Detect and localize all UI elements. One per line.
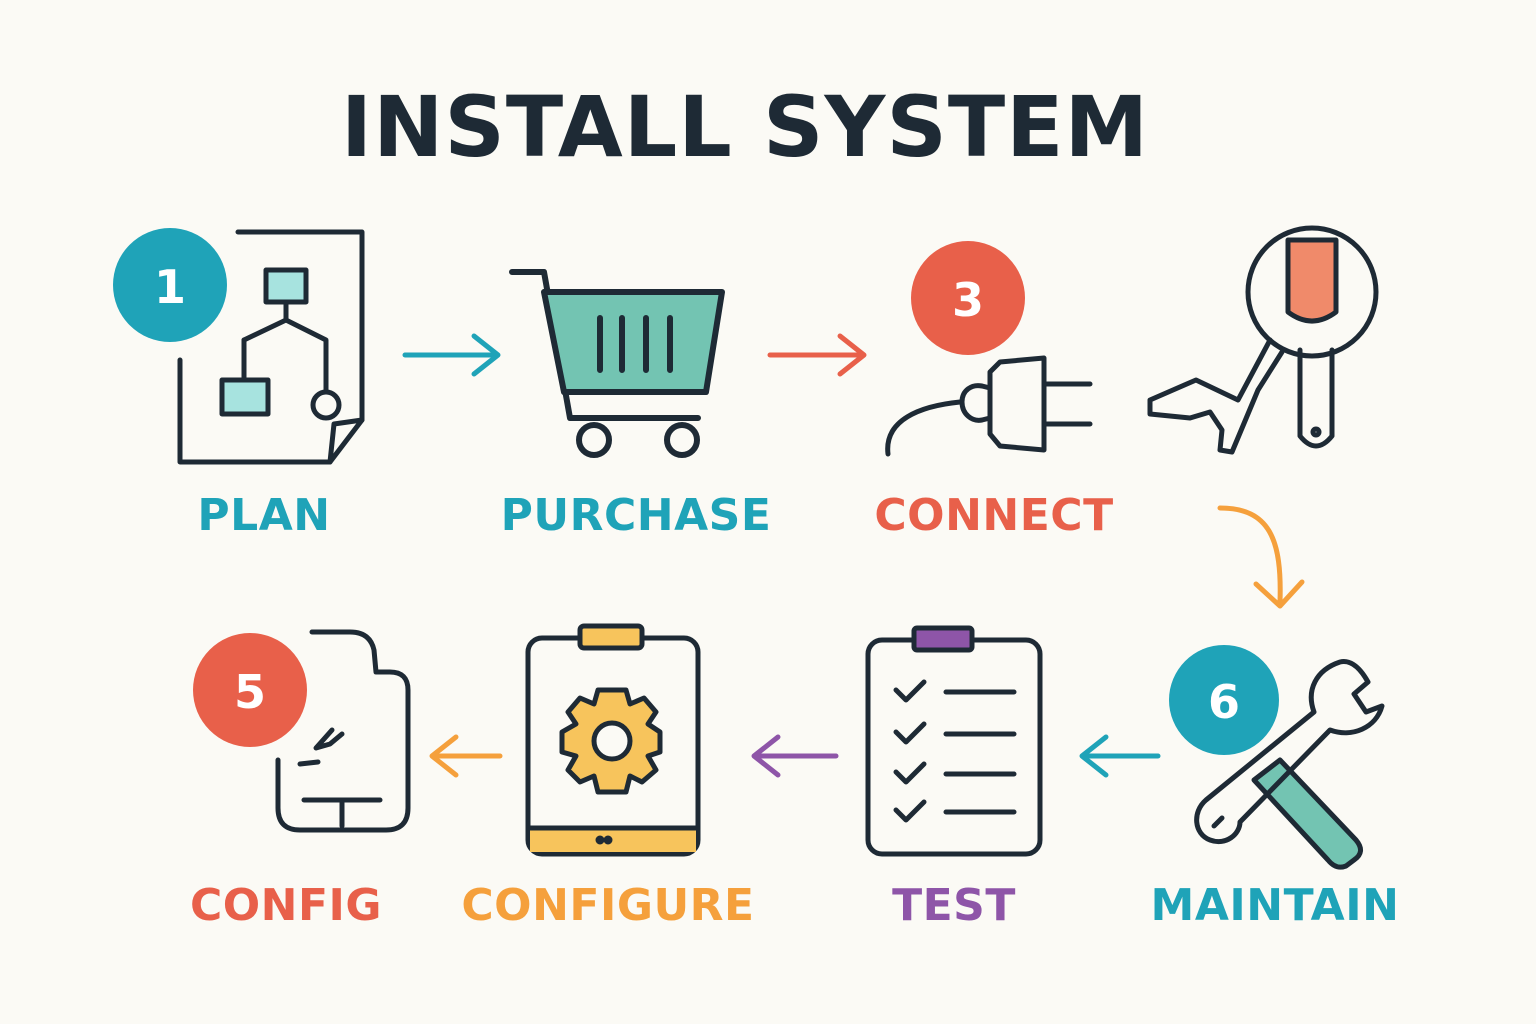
wrench-hand-icon — [1147, 225, 1379, 455]
step-label-maintain: MAINTAIN — [1150, 880, 1400, 931]
wrench-hammer-icon — [1194, 659, 1385, 870]
badge-number-6: 6 — [1208, 675, 1240, 729]
step-badge-1: 1 — [113, 228, 227, 342]
step-badge-5: 5 — [193, 633, 307, 747]
document-edit-icon — [275, 629, 411, 833]
step-label-config: CONFIG — [189, 880, 383, 931]
gear-tablet-icon — [525, 623, 701, 857]
step-badge-3: 3 — [911, 241, 1025, 355]
power-plug-icon — [885, 355, 1093, 457]
step-label-connect: CONNECT — [874, 490, 1114, 541]
step-badge-6: 6 — [1169, 645, 1279, 755]
arrow-right-icon — [767, 333, 867, 377]
diagram-title: INSTALL SYSTEM — [340, 78, 1150, 176]
curved-arrow-down-icon — [1217, 505, 1305, 609]
arrow-left-icon — [1079, 734, 1161, 778]
checklist-clipboard-icon — [865, 625, 1043, 857]
flowchart-document-icon — [177, 229, 365, 465]
badge-number-1: 1 — [154, 260, 186, 314]
step-label-purchase: PURCHASE — [500, 490, 772, 541]
step-label-configure: CONFIGURE — [461, 880, 755, 931]
badge-number-5: 5 — [234, 665, 266, 719]
arrow-left-icon — [429, 734, 503, 778]
step-label-test: TEST — [892, 880, 1016, 931]
shopping-cart-icon — [509, 269, 725, 458]
arrow-left-icon — [751, 734, 839, 778]
step-label-plan: PLAN — [197, 490, 331, 541]
badge-number-3: 3 — [952, 273, 984, 327]
arrow-right-icon — [402, 333, 501, 377]
